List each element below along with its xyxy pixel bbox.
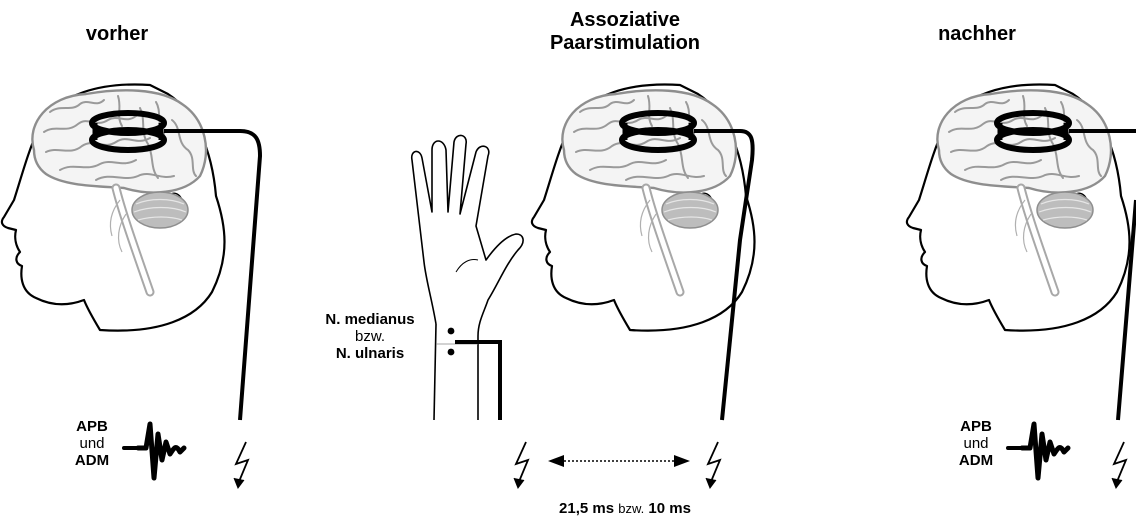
interval-value-2: 10 ms <box>648 500 691 517</box>
stimulus-bolt-pas-cortex <box>706 442 720 488</box>
mep-icon-before <box>124 424 184 478</box>
nerve-medianus-label: N. medianus <box>300 311 440 328</box>
muscle-label-after: APB und ADM <box>936 418 1016 469</box>
head-pas <box>532 85 755 488</box>
adm-label: ADM <box>936 452 1016 469</box>
muscle-label-before: APB und ADM <box>52 418 132 469</box>
apb-label: APB <box>936 418 1016 435</box>
und-label: und <box>52 435 132 452</box>
interval-bzw: bzw. <box>618 501 644 516</box>
apb-label: APB <box>52 418 132 435</box>
interval-arrow <box>548 455 690 467</box>
electrode-dot-lower <box>448 349 455 356</box>
nerve-ulnaris-label: N. ulnaris <box>300 345 440 362</box>
stimulus-bolt-before <box>234 442 248 488</box>
adm-label: ADM <box>52 452 132 469</box>
electrode-dot-upper <box>448 328 455 335</box>
mep-icon-after <box>1008 424 1068 478</box>
nerve-label: N. medianus bzw. N. ulnaris <box>300 311 440 362</box>
stimulus-bolt-pas-nerve <box>514 442 528 488</box>
nerve-bzw-label: bzw. <box>300 328 440 345</box>
interval-value-1: 21,5 ms <box>559 500 614 517</box>
und-label: und <box>936 435 1016 452</box>
stimulus-bolt-after <box>1112 442 1126 488</box>
interval-label: 21,5 ms bzw. 10 ms <box>505 499 745 519</box>
